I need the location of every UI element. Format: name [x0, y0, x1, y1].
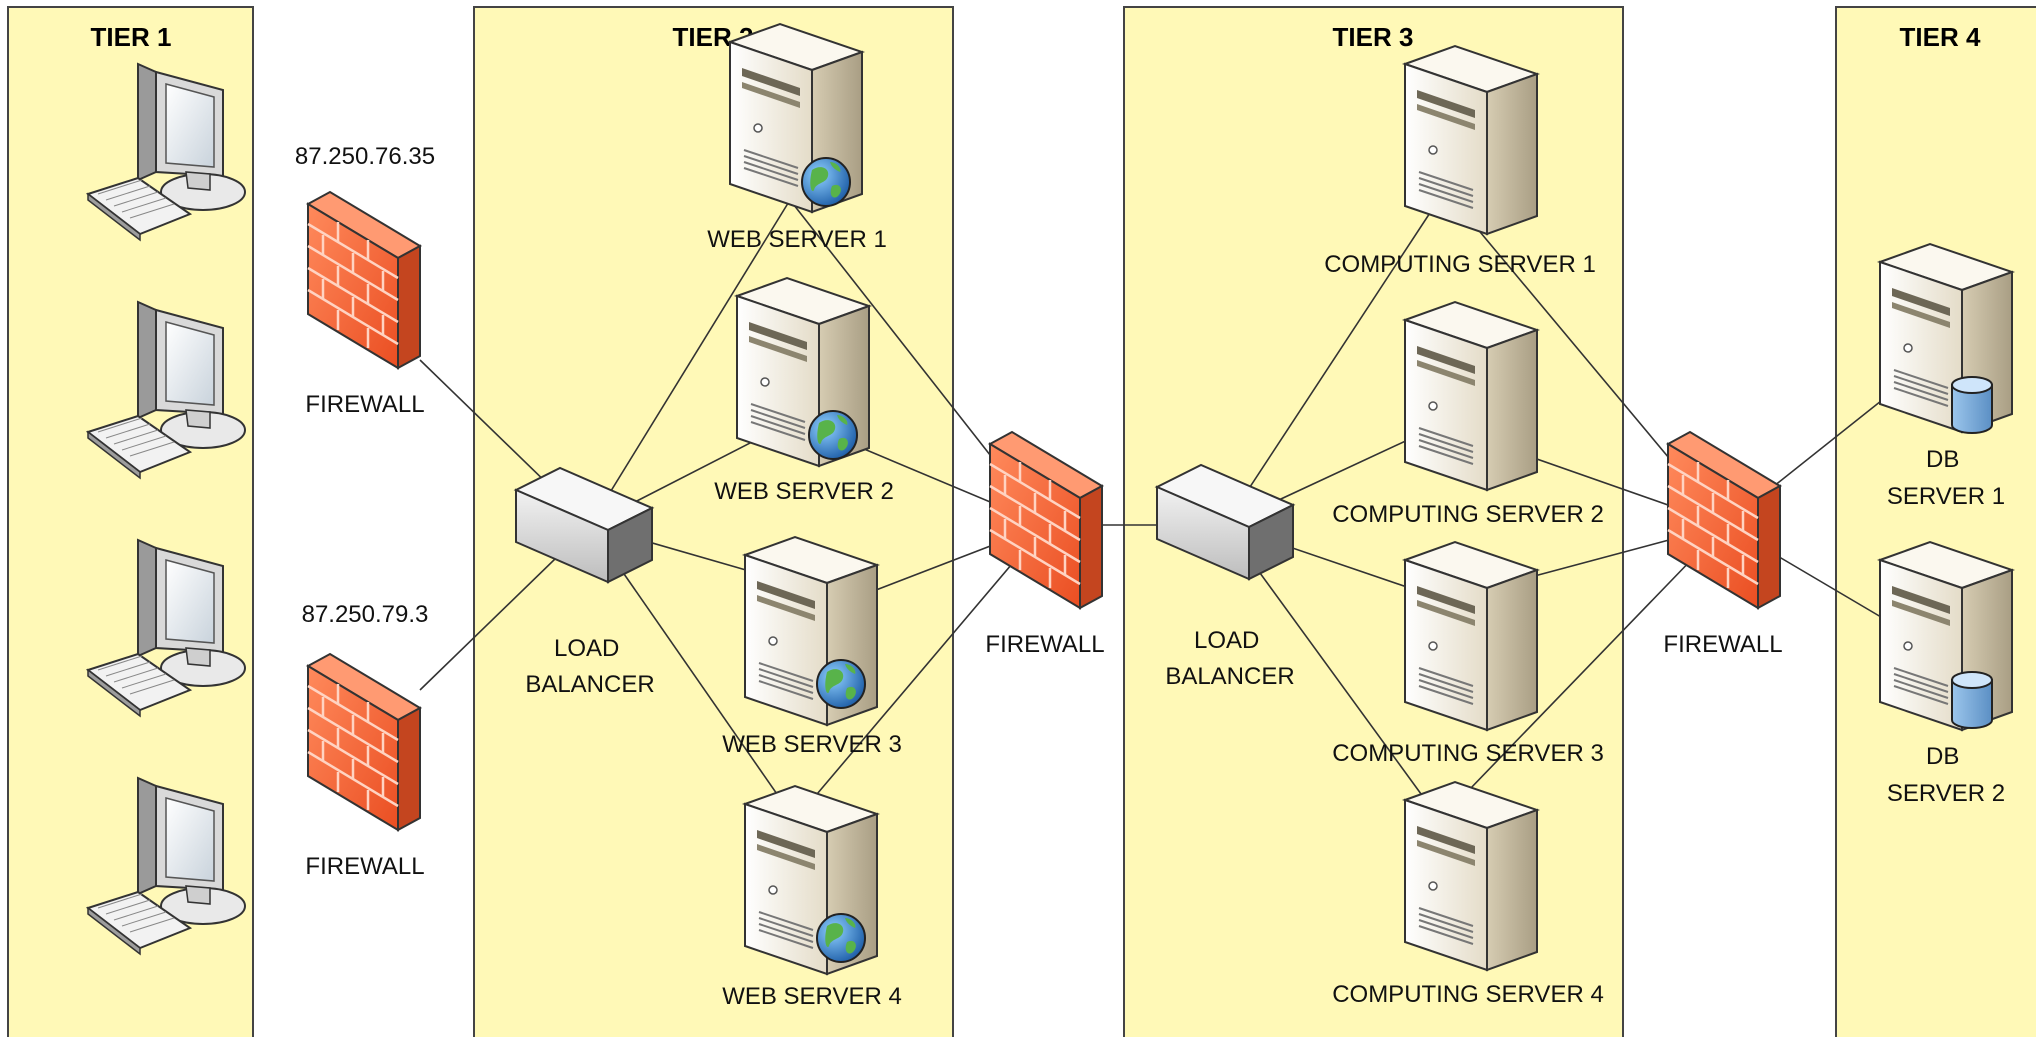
server-tower-icon: [1404, 541, 1538, 731]
db-server-2-label: DB SERVER 2: [1887, 743, 2005, 807]
tier-4-panel: [1835, 6, 2036, 1037]
web-server-1: WEB SERVER 1: [707, 23, 887, 253]
globe-icon: [808, 410, 858, 460]
connection-line-lb2-cs1: [1224, 189, 1446, 526]
web-server-4: WEB SERVER 4: [722, 785, 902, 1010]
computing-server-2: COMPUTING SERVER 2: [1332, 301, 1604, 528]
database-cylinder-icon: [1951, 376, 1993, 434]
firewall-4-label: FIREWALL: [1663, 631, 1782, 658]
web-server-1-label: WEB SERVER 1: [707, 226, 887, 253]
connection-line-lb1-ws1: [589, 199, 791, 526]
tier-1-title: TIER 1: [91, 22, 172, 52]
db-server-1-label: DB SERVER 1: [1887, 446, 2005, 510]
db-server-2: DB SERVER 2: [1879, 541, 2013, 807]
load-balancer-2-label: LOAD BALANCER: [1165, 627, 1294, 690]
web-server-3: WEB SERVER 3: [722, 536, 902, 758]
computing-server-4: COMPUTING SERVER 4: [1332, 781, 1604, 1008]
web-server-2: WEB SERVER 2: [714, 277, 894, 505]
globe-icon: [816, 913, 866, 963]
connection-line-cs4-fw4: [1439, 524, 1726, 821]
globe-icon: [801, 157, 851, 207]
database-cylinder-icon: [1951, 671, 1993, 729]
computing-server-3-label: COMPUTING SERVER 3: [1332, 740, 1604, 767]
server-tower-icon: [1404, 301, 1538, 491]
firewall-brick-icon: [306, 190, 422, 370]
computing-server-1: COMPUTING SERVER 1: [1324, 45, 1596, 278]
web-server-2-label: WEB SERVER 2: [714, 478, 894, 505]
tier-4-title: TIER 4: [1900, 22, 1981, 52]
computing-server-1-label: COMPUTING SERVER 1: [1324, 251, 1596, 278]
computing-server-2-label: COMPUTING SERVER 2: [1332, 501, 1604, 528]
load-balancer-1-label: LOAD BALANCER: [525, 635, 654, 698]
server-tower-icon: [1404, 781, 1538, 971]
tier-3-title: TIER 3: [1333, 22, 1414, 52]
firewall-3-label: FIREWALL: [985, 631, 1104, 658]
firewall-1-label: FIREWALL: [305, 391, 424, 418]
server-tower-icon: [1404, 45, 1538, 235]
firewall-2-label: FIREWALL: [305, 853, 424, 880]
globe-icon: [816, 659, 866, 709]
computing-server-3: COMPUTING SERVER 3: [1332, 541, 1604, 767]
connection-line-ws4-fw3: [794, 524, 1046, 821]
firewall-brick-icon: [988, 430, 1104, 610]
db-server-1: DB SERVER 1: [1879, 243, 2013, 510]
computing-server-4-label: COMPUTING SERVER 4: [1332, 981, 1604, 1008]
firewall-2-ip: 87.250.79.3: [302, 601, 429, 628]
web-server-4-label: WEB SERVER 4: [722, 983, 902, 1010]
firewall-brick-icon: [306, 652, 422, 832]
firewall-brick-icon: [1666, 430, 1782, 610]
web-server-3-label: WEB SERVER 3: [722, 731, 902, 758]
firewall-1-ip: 87.250.76.35: [295, 143, 435, 170]
